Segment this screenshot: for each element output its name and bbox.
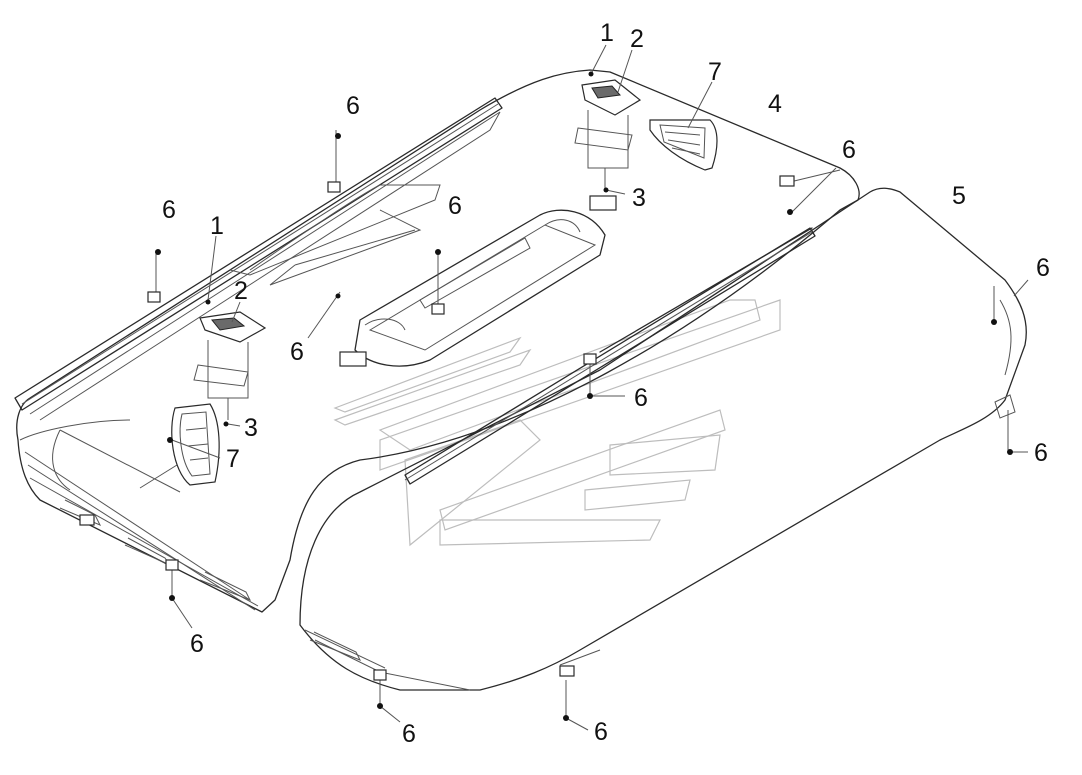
callout-6-strip: 6	[634, 384, 648, 412]
callout-6-bottom-center: 6	[402, 720, 416, 748]
vent-hatch-lower	[171, 403, 220, 486]
callout-6-left: 6	[162, 196, 176, 224]
callout-6-right: 6	[1036, 254, 1050, 282]
hinge-bracket-lower	[193, 311, 267, 420]
roof-panel-right	[299, 187, 1027, 691]
leader-lines	[155, 44, 1029, 731]
vent-hatch-upper	[649, 119, 718, 171]
callout-2-upper: 2	[630, 25, 644, 53]
callout-7-upper: 7	[708, 58, 722, 86]
roof-panel-left	[14, 69, 860, 613]
callout-4: 4	[768, 90, 782, 118]
callout-labels: 1 2 7 4 6 3 5 6 6 6 1 2 6 6 3 7 6 6 6 6 …	[162, 19, 1050, 748]
callout-6-trough: 6	[290, 338, 304, 366]
callout-1-upper: 1	[600, 19, 614, 47]
callout-6-upper-right: 6	[842, 136, 856, 164]
callout-6-bottom-right: 6	[594, 718, 608, 746]
callout-3-lower: 3	[244, 414, 258, 442]
callout-5: 5	[952, 182, 966, 210]
callout-1-lower: 1	[210, 212, 224, 240]
callout-6-top: 6	[346, 92, 360, 120]
hinge-bracket-upper	[574, 79, 642, 188]
callout-7-lower: 7	[226, 445, 240, 473]
watermark-logo	[333, 299, 781, 547]
callout-6-center: 6	[448, 192, 462, 220]
fastener-clips	[79, 175, 795, 681]
callout-6-bottom-left: 6	[190, 630, 204, 658]
callout-3-upper: 3	[632, 184, 646, 212]
callout-6-right-lower: 6	[1034, 439, 1048, 467]
callout-2-lower: 2	[234, 277, 248, 305]
